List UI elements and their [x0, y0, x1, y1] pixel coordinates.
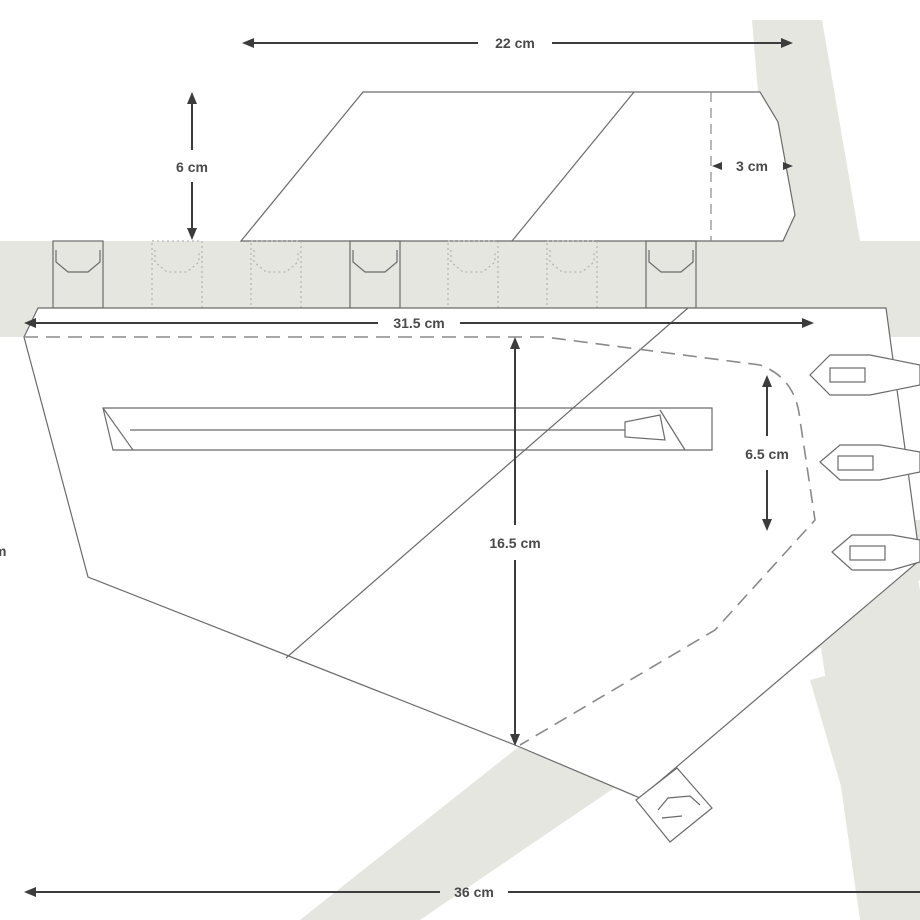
frame-bag — [23, 307, 920, 843]
bottom-clip — [635, 767, 713, 843]
label-main-width: 31.5 cm — [393, 315, 444, 331]
dimension-main-width: 31.5 cm — [24, 315, 814, 331]
top-bag-seam — [511, 91, 635, 242]
top-bag-body — [239, 91, 796, 242]
dimension-top-depth: 3 cm — [712, 158, 793, 174]
top-tube-bag — [239, 91, 796, 242]
seat-tube-straps — [809, 354, 920, 571]
seat-strap-2 — [819, 444, 920, 481]
label-cut-left: m — [0, 543, 6, 559]
frame-bag-seam — [285, 307, 689, 659]
label-bottom-length: 36 cm — [454, 884, 494, 900]
chainstay-lower — [810, 650, 920, 920]
label-top-height: 6 cm — [176, 159, 208, 175]
dimension-front-height: 6.5 cm — [745, 375, 789, 531]
zipper — [102, 407, 713, 451]
dimension-top-height: 6 cm — [176, 92, 208, 240]
dimension-top-width: 22 cm — [242, 35, 793, 51]
dimension-bottom-length: 36 cm — [24, 884, 920, 900]
seat-strap-3 — [831, 534, 920, 571]
label-main-height: 16.5 cm — [489, 535, 540, 551]
label-front-height: 6.5 cm — [745, 446, 789, 462]
dimension-main-height: 16.5 cm — [489, 337, 541, 746]
label-top-depth: 3 cm — [736, 158, 768, 174]
seat-strap-1 — [809, 354, 920, 396]
label-top-width: 22 cm — [495, 35, 535, 51]
zipper-pull — [624, 414, 666, 441]
frame-bag-dashed-edge — [24, 336, 816, 746]
